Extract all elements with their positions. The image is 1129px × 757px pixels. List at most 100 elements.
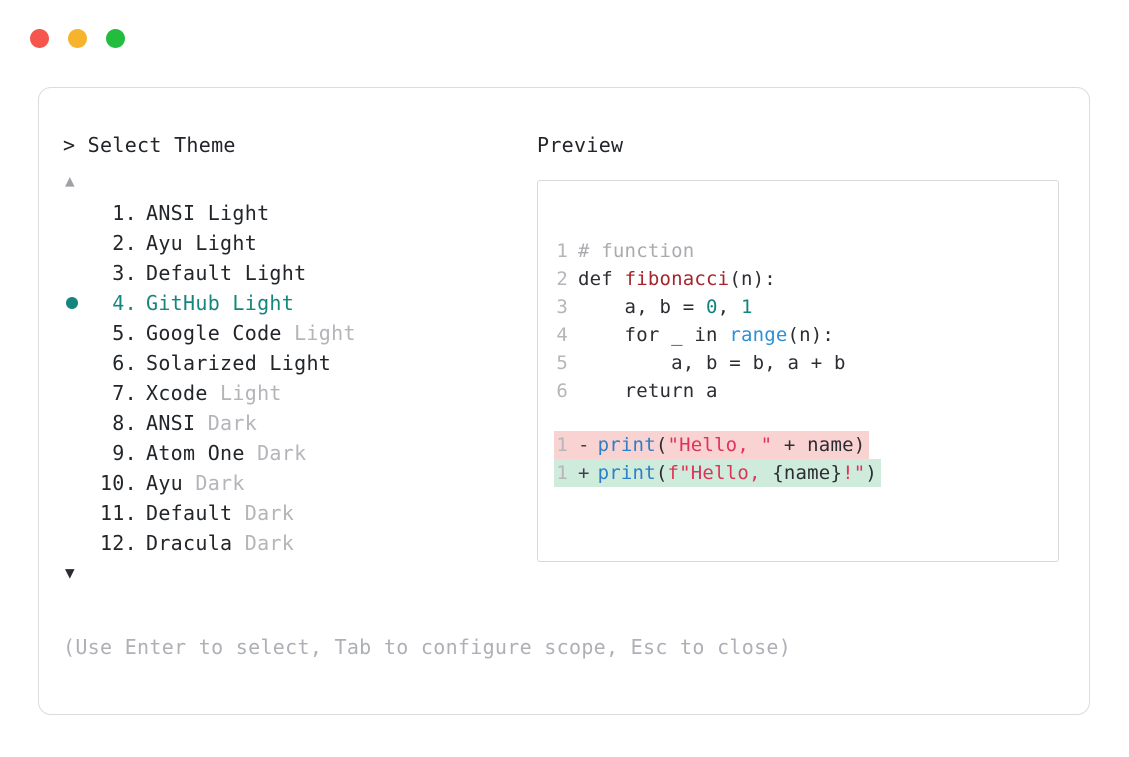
theme-picker-card: > Select Theme ▲ 1.ANSI Light 2. Ayu Ligh… bbox=[38, 87, 1090, 715]
theme-item-name: GitHub bbox=[146, 291, 233, 315]
maximize-button[interactable] bbox=[106, 29, 125, 48]
theme-item-number: 7. bbox=[99, 381, 137, 405]
scroll-down-arrow-icon[interactable]: ▼ bbox=[65, 563, 75, 582]
code-token: "Hello, " bbox=[667, 434, 773, 456]
code-token: + name) bbox=[772, 434, 866, 456]
theme-item-variant: Dark bbox=[195, 471, 245, 495]
theme-list[interactable]: 1.ANSI Light 2. Ayu Light 3. Default Light… bbox=[63, 198, 523, 558]
theme-selector-panel: > Select Theme ▲ 1.ANSI Light 2. Ayu Ligh… bbox=[63, 132, 523, 582]
line-number: 6 bbox=[556, 380, 568, 402]
minimize-button[interactable] bbox=[68, 29, 87, 48]
theme-item-name: Google Code bbox=[146, 321, 295, 345]
page-title: > Select Theme bbox=[63, 133, 236, 157]
theme-list-item[interactable]: 6. Solarized Light bbox=[63, 348, 523, 378]
code-line: 3 a, b = 0, 1 bbox=[554, 293, 753, 321]
theme-item-variant: Light bbox=[207, 201, 270, 225]
code-token: print bbox=[597, 434, 656, 456]
code-token: fibonacci bbox=[624, 268, 730, 290]
theme-list-item[interactable]: 9.Atom One Dark bbox=[63, 438, 523, 468]
theme-item-number: 4. bbox=[99, 291, 137, 315]
code-token: 1 bbox=[740, 296, 753, 318]
code-token: {name} bbox=[772, 462, 843, 484]
theme-list-item[interactable]: 1.ANSI Light bbox=[63, 198, 523, 228]
code-token: return a bbox=[578, 380, 718, 402]
scroll-up-arrow-icon[interactable]: ▲ bbox=[65, 171, 75, 190]
code-token: ( bbox=[655, 462, 668, 484]
theme-item-variant: Dark bbox=[244, 531, 295, 555]
code-token: print bbox=[597, 462, 656, 484]
line-number: 5 bbox=[556, 352, 568, 374]
theme-item-name: Xcode bbox=[146, 381, 221, 405]
line-number: 1 bbox=[556, 462, 568, 484]
theme-item-name: Dracula bbox=[146, 531, 245, 555]
theme-item-name: Default bbox=[146, 501, 245, 525]
code-token: ( bbox=[655, 434, 668, 456]
theme-item-variant: Dark bbox=[244, 501, 295, 525]
theme-item-name: Default bbox=[146, 261, 245, 285]
theme-item-number: 6. bbox=[99, 351, 137, 375]
theme-item-name: ANSI bbox=[146, 201, 208, 225]
code-token: , bbox=[717, 296, 741, 318]
theme-item-variant: Dark bbox=[257, 441, 307, 465]
window-traffic-lights bbox=[30, 29, 125, 48]
code-token: (n): bbox=[787, 324, 835, 346]
theme-item-number: 5. bbox=[99, 321, 137, 345]
selected-bullet-icon bbox=[66, 297, 78, 309]
theme-item-name: Solarized bbox=[146, 351, 270, 375]
diff-line-plus: 1 + print(f"Hello, {name}!") bbox=[554, 459, 882, 487]
code-line: 1 # function bbox=[554, 237, 694, 265]
code-token: !" bbox=[842, 462, 866, 484]
theme-item-number: 10. bbox=[99, 471, 137, 495]
theme-list-item[interactable]: 3.Default Light bbox=[63, 258, 523, 288]
code-line: 6 return a bbox=[554, 377, 718, 405]
diff-sign: + bbox=[578, 462, 590, 484]
theme-item-variant: Light bbox=[220, 381, 282, 405]
theme-item-name: ANSI bbox=[146, 411, 208, 435]
code-token: # function bbox=[578, 240, 695, 262]
line-number: 1 bbox=[556, 240, 568, 262]
theme-item-name: Ayu bbox=[146, 231, 196, 255]
diff-sign: - bbox=[578, 434, 590, 456]
theme-item-name: Ayu bbox=[146, 471, 196, 495]
theme-list-item[interactable]: 5. Google Code Light bbox=[63, 318, 523, 348]
theme-item-number: 12. bbox=[99, 531, 137, 555]
theme-list-item[interactable]: 7. Xcode Light bbox=[63, 378, 523, 408]
theme-item-number: 2. bbox=[99, 231, 137, 255]
line-number: 1 bbox=[556, 434, 568, 456]
theme-item-number: 3. bbox=[99, 261, 137, 285]
theme-item-variant: Dark bbox=[207, 411, 258, 435]
theme-list-item[interactable]: 8. ANSI Dark bbox=[63, 408, 523, 438]
theme-item-name: Atom One bbox=[146, 441, 258, 465]
code-token: 0 bbox=[706, 296, 718, 318]
line-number: 2 bbox=[556, 268, 568, 290]
code-token: (n): bbox=[729, 268, 776, 290]
theme-item-number: 8. bbox=[99, 411, 137, 435]
keyboard-hint: (Use Enter to select, Tab to configure s… bbox=[63, 635, 792, 659]
code-blank-line bbox=[554, 405, 566, 431]
code-line: 5 a, b = b, a + b bbox=[554, 349, 846, 377]
theme-list-item[interactable]: 10. Ayu Dark bbox=[63, 468, 523, 498]
theme-list-item[interactable]: 4. GitHub Light bbox=[63, 288, 523, 318]
theme-list-item[interactable]: 12. Dracula Dark bbox=[63, 528, 523, 558]
code-token: ) bbox=[865, 462, 878, 484]
theme-item-number: 11. bbox=[99, 501, 137, 525]
theme-list-item[interactable]: 2. Ayu Light bbox=[63, 228, 523, 258]
theme-item-variant: Light bbox=[195, 231, 258, 255]
diff-line-minus: 1-print("Hello, " + name) bbox=[554, 431, 870, 459]
close-button[interactable] bbox=[30, 29, 49, 48]
code-token: a, b = b, a + b bbox=[578, 352, 846, 374]
selection-bullet-cell bbox=[63, 297, 91, 309]
theme-item-variant: Light bbox=[294, 321, 356, 345]
code-token: a, b = bbox=[578, 296, 707, 318]
code-token: range bbox=[729, 324, 788, 346]
code-token: f"Hello, bbox=[667, 462, 773, 484]
theme-item-variant: Light bbox=[269, 351, 332, 375]
code-token: for _ in bbox=[578, 324, 730, 346]
code-token: def bbox=[578, 268, 625, 290]
theme-item-variant: Light bbox=[232, 291, 295, 315]
preview-title: Preview bbox=[537, 133, 624, 157]
theme-list-item[interactable]: 11. Default Dark bbox=[63, 498, 523, 528]
